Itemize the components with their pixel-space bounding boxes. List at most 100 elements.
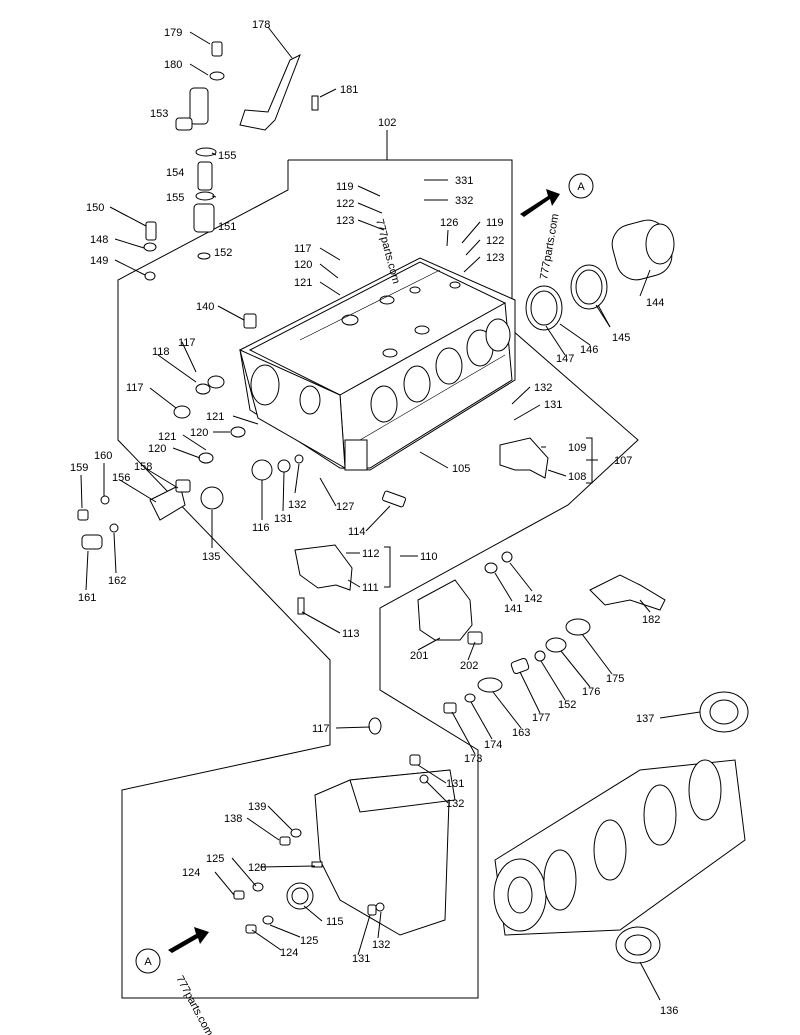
part-callout: 105 [452,463,470,475]
part-callout: 136 [660,1005,678,1017]
part-callout: 121 [206,411,224,423]
part-callout: 160 [94,450,112,462]
part-callout: 149 [90,255,108,267]
part-callout: 178 [252,19,270,31]
part-callout: 161 [78,592,96,604]
part-callout: 118 [152,346,170,358]
part-callout: 138 [224,813,242,825]
part-callout: 176 [582,686,600,698]
part-callout: 102 [378,117,396,129]
part-callout: 119 [486,217,504,229]
part-callout: 120 [148,443,166,455]
part-callout: 159 [70,462,88,474]
part-callout: 122 [486,235,504,247]
part-callout: 127 [336,501,354,513]
part-callout: 131 [446,778,464,790]
part-callout: 153 [150,108,168,120]
part-callout: 119 [336,181,354,193]
part-callout: 158 [134,461,152,473]
part-callout: 114 [348,526,366,538]
sensor-parts [77,221,304,550]
part-callout: 137 [636,713,654,725]
part-callout: 151 [218,221,236,233]
part-callout: 148 [90,234,108,246]
part-callout: 126 [440,217,458,229]
part-callout: 163 [512,727,530,739]
part-callout: 146 [580,344,598,356]
view-arrow-bottom [168,927,209,953]
part-callout: 113 [342,628,360,640]
part-callout: 110 [420,551,438,563]
part-callout: 120 [294,259,312,271]
pipe-assembly [175,41,319,260]
part-callout: 115 [326,916,344,928]
part-callout: 141 [504,603,522,615]
group-bracket-107 [586,437,593,484]
part-callout: 128 [248,862,266,874]
section-102-frame [117,159,639,999]
part-callout: 132 [372,939,390,951]
part-callout: 179 [164,27,182,39]
part-callout: 144 [646,297,664,309]
watermark-bottom: 777parts.com [173,974,215,1035]
part-callout: 142 [524,593,542,605]
part-callout: 140 [196,301,214,313]
block-rear-inset [233,717,456,936]
part-callout: 152 [214,247,232,259]
part-callout: 145 [612,332,630,344]
group-bracket-110 [384,546,391,588]
view-arrow-top [520,189,560,217]
part-callout: 121 [294,277,312,289]
oil-cooler-parts [417,551,591,714]
part-callout: 173 [464,753,482,765]
part-callout: 108 [568,471,586,483]
crankshaft [493,691,749,964]
part-callout: 155 [218,150,236,162]
part-callout: 131 [544,399,562,411]
part-callout: 117 [178,337,196,349]
part-callout: 111 [362,582,379,594]
part-callout: 125 [300,935,318,947]
part-callout: 181 [340,84,358,96]
part-callout: 182 [642,614,660,626]
part-callout: 155 [166,192,184,204]
callout-labels: 179 178 180 181 153 102 155 154 155 331 … [70,19,678,1017]
part-callout: 116 [252,522,270,534]
part-callout: 123 [486,252,504,264]
section-marker-a-top [568,173,594,199]
part-callout: 123 [336,215,354,227]
part-callout: 132 [446,798,464,810]
part-callout: 174 [484,739,502,751]
section-marker-a-bottom-label: A [144,956,152,968]
part-callout: 124 [182,867,200,879]
part-callout: 117 [294,243,312,255]
part-callout: 150 [86,202,104,214]
part-callout: 180 [164,59,182,71]
part-callout: 121 [158,431,176,443]
part-callout: 122 [336,198,354,210]
part-callout: 162 [108,575,126,587]
part-callout: 112 [362,548,380,560]
part-callout: 135 [202,551,220,563]
part-callout: 107 [614,455,632,467]
bearing-caps [294,437,666,615]
part-callout: 139 [248,801,266,813]
part-callout: 332 [455,195,473,207]
part-callout: 331 [455,175,473,187]
part-callout: 202 [460,660,478,672]
part-callout: 109 [568,442,586,454]
part-callout: 124 [280,947,298,959]
part-callout: 156 [112,472,130,484]
part-callout: 175 [606,673,624,685]
section-marker-a-bottom [135,948,161,974]
part-callout: 131 [352,953,370,965]
part-callout: 177 [532,712,550,724]
part-callout: 117 [312,723,330,735]
part-callout: 132 [534,382,552,394]
engine-block [239,257,516,471]
section-marker-a-top-label: A [577,181,585,193]
part-callout: 132 [288,499,306,511]
watermark-top: 777parts.com [538,213,561,281]
part-callout: 117 [126,382,144,394]
